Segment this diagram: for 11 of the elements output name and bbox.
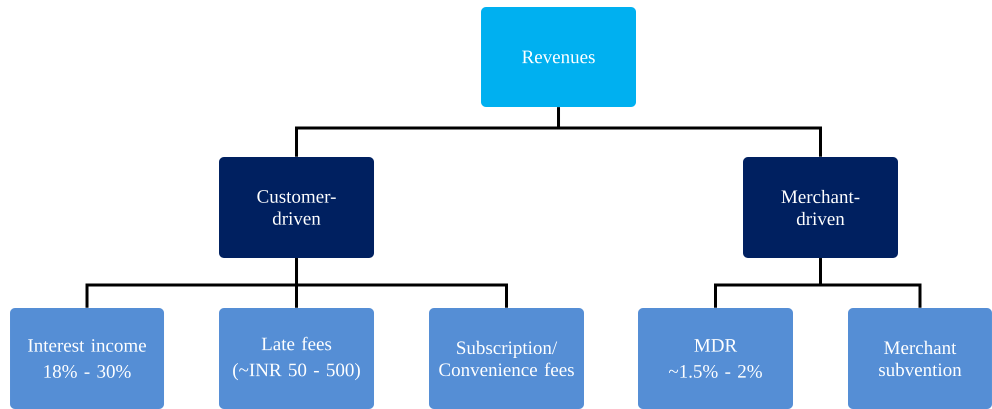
category-box: Merchant- driven [743, 157, 898, 258]
connector [557, 107, 822, 157]
top-box: Revenues [481, 7, 636, 107]
revenue-box: Interest income 18% - 30% [10, 308, 164, 409]
revenue-box: Subscription/ Convenience fees [429, 308, 584, 409]
revenue-box: Merchant subvention [848, 308, 992, 409]
connector [819, 258, 922, 308]
revenue-box: MDR ~1.5% - 2% [638, 308, 793, 409]
connector [295, 258, 508, 308]
revenue-box: Late fees (~INR 50 - 500) [219, 308, 374, 409]
category-box: Customer- driven [219, 157, 374, 258]
